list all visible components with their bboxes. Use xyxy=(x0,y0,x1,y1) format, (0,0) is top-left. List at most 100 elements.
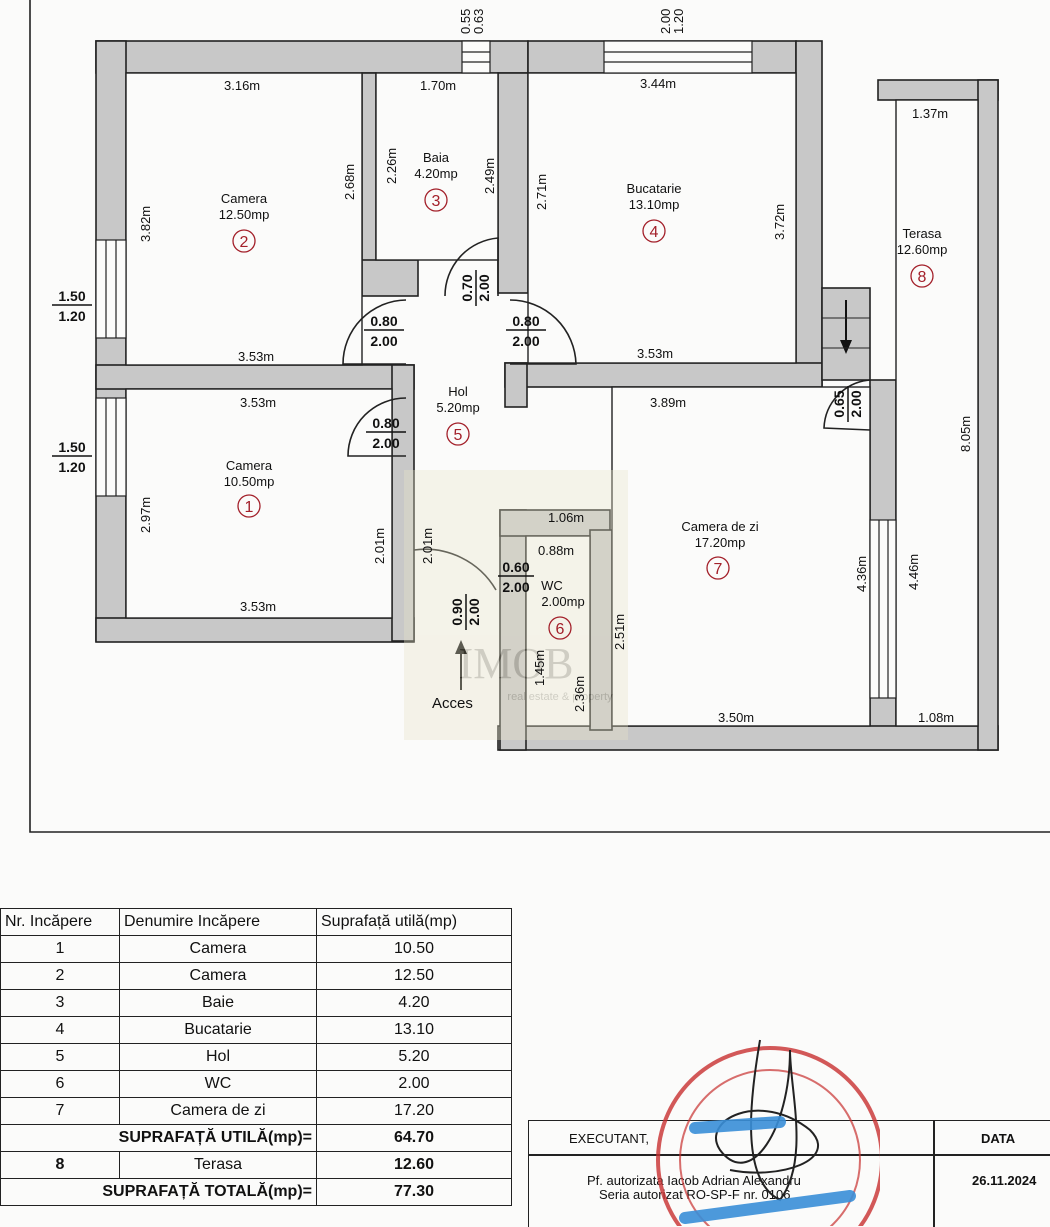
wall-wc-left xyxy=(499,509,527,751)
watermark-tagline: real estate & property xyxy=(507,691,613,703)
dim-baia-top: 1.70m xyxy=(420,78,456,93)
svg-text:0.65: 0.65 xyxy=(831,390,847,417)
table-cell: 12.60 xyxy=(316,1151,512,1179)
svg-text:2.00: 2.00 xyxy=(848,390,864,417)
room-outlines xyxy=(125,72,979,727)
windows xyxy=(95,40,897,699)
table-cell: Hol xyxy=(119,1043,317,1071)
table-cell: Camera xyxy=(119,962,317,990)
door-r1-label: 0.80 2.00 xyxy=(366,415,406,451)
svg-text:Baia: Baia xyxy=(423,150,450,165)
wall-baia-bottom xyxy=(361,259,419,297)
table-cell: 2 xyxy=(0,962,120,990)
svg-text:2.00mp: 2.00mp xyxy=(541,594,584,609)
table-row: 3 Baie 4.20 xyxy=(0,989,512,1017)
svg-text:1: 1 xyxy=(245,499,254,516)
table-cell: 8 xyxy=(0,1151,120,1179)
dim-buc-top: 3.44m xyxy=(640,76,676,91)
room-8-label: Terasa 12.60mp 8 xyxy=(897,226,948,288)
room-8-floor xyxy=(895,99,979,727)
executant-line1: Pf. autorizata Iacob Adrian Alexandru xyxy=(587,1173,801,1188)
door-r2-swing xyxy=(342,299,407,365)
svg-text:1.20: 1.20 xyxy=(671,9,686,34)
table-row: 5 Hol 5.20 xyxy=(0,1043,512,1071)
dim-hol-left: 2.01m xyxy=(420,528,435,564)
table-cell: Camera xyxy=(119,935,317,963)
table-cell: 3 xyxy=(0,989,120,1017)
room-4-floor xyxy=(527,72,797,364)
dim-wc-top: 1.06m xyxy=(548,510,584,525)
svg-text:0.80: 0.80 xyxy=(372,415,399,431)
dim-r1-left: 2.97m xyxy=(138,497,153,533)
dim-buc-right: 3.72m xyxy=(772,204,787,240)
table-header: Suprafață utilă(mp) xyxy=(316,908,512,936)
svg-text:2.00: 2.00 xyxy=(476,274,492,301)
dim-living-bottom: 3.50m xyxy=(718,710,754,725)
room-1-floor xyxy=(125,388,393,619)
table-cell: Bucatarie xyxy=(119,1016,317,1044)
door-terasa-label: 0.65 2.00 xyxy=(831,386,864,422)
svg-text:2.00: 2.00 xyxy=(372,435,399,451)
svg-text:12.50mp: 12.50mp xyxy=(219,207,270,222)
table-header: Denumire Incăpere xyxy=(119,908,317,936)
room-7-floor xyxy=(611,386,871,727)
door-terasa-swing xyxy=(823,379,871,431)
dim-baia-left: 2.26m xyxy=(384,148,399,184)
wall-living-bottom xyxy=(497,725,999,751)
room-2-label: Camera 12.50mp 2 xyxy=(219,191,270,253)
svg-text:2.00: 2.00 xyxy=(370,333,397,349)
room-2-floor xyxy=(125,72,363,366)
svg-text:12.60mp: 12.60mp xyxy=(897,242,948,257)
table-cell: 10.50 xyxy=(316,935,512,963)
wall-r2-r1 xyxy=(95,364,415,390)
room-6-floor xyxy=(525,535,591,727)
svg-text:4.20mp: 4.20mp xyxy=(414,166,457,181)
svg-text:Bucatarie: Bucatarie xyxy=(627,181,682,196)
stamp-signature xyxy=(656,1039,880,1226)
dim-living-right: 4.36m xyxy=(854,556,869,592)
subtotal-label: SUPRAFAȚĂ UTILĂ(mp)= xyxy=(0,1124,317,1152)
door-baia-label: 0.70 2.00 xyxy=(459,270,492,306)
dim-wc-top2: 0.88m xyxy=(538,543,574,558)
window-top-small xyxy=(461,40,491,74)
door-acces-label: 0.90 2.00 xyxy=(449,594,482,630)
table-row: 1 Camera 10.50 xyxy=(0,935,512,963)
svg-text:0.60: 0.60 xyxy=(502,559,529,575)
svg-text:0.80: 0.80 xyxy=(370,313,397,329)
table-row: 6 WC 2.00 xyxy=(0,1070,512,1098)
room-7-label: Camera de zi 17.20mp 7 xyxy=(681,519,759,580)
table-cell: 1 xyxy=(0,935,120,963)
table-cell: 17.20 xyxy=(316,1097,512,1125)
room-6-label: WC 2.00mp 6 xyxy=(541,578,585,640)
arrows xyxy=(455,300,870,690)
room-4-label: Bucatarie 13.10mp 4 xyxy=(627,181,682,243)
dim-r1-right: 2.01m xyxy=(372,528,387,564)
svg-text:2.00: 2.00 xyxy=(466,598,482,625)
dimension-labels: 3.16m 3.82m 2.68m 3.53m 1.70m 2.26m 2.49… xyxy=(138,76,973,725)
wall-baia-right xyxy=(497,72,529,294)
svg-text:2.00: 2.00 xyxy=(502,579,529,595)
table-cell: WC xyxy=(119,1070,317,1098)
door-wc-label: 0.60 2.00 xyxy=(498,559,534,595)
dim-wc-right: 2.51m xyxy=(612,614,627,650)
room-3-label: Baia 4.20mp 3 xyxy=(414,150,458,212)
svg-text:4: 4 xyxy=(650,224,659,241)
sheet-frame xyxy=(29,0,1050,833)
wall-bottom-left xyxy=(95,617,415,643)
svg-text:Camera: Camera xyxy=(226,458,273,473)
opening-labels: 0.55 0.63 2.00 1.20 1.50 1.20 1.50 1.20 … xyxy=(52,9,864,712)
window-left-1 xyxy=(95,239,127,339)
svg-text:1.50: 1.50 xyxy=(58,288,85,304)
watermark-brand: IMOB xyxy=(459,639,574,688)
svg-text:1.20: 1.20 xyxy=(58,308,85,324)
table-cell: Baie xyxy=(119,989,317,1017)
svg-text:0.80: 0.80 xyxy=(512,313,539,329)
room-area-table: Nr. Incăpere Denumire Incăpere Suprafață… xyxy=(0,908,512,1206)
wall-buc-bottom xyxy=(504,362,823,388)
table-subtotal-row: SUPRAFAȚĂ UTILĂ(mp)= 64.70 xyxy=(0,1124,512,1152)
total-label: SUPRAFAȚĂ TOTALĂ(mp)= xyxy=(0,1178,317,1206)
dim-r2-bottom: 3.53m xyxy=(238,349,274,364)
date-value: 26.11.2024 xyxy=(972,1173,1037,1188)
floor-plan: IMOB real estate & property Camera 10.50… xyxy=(29,0,1050,833)
svg-text:3: 3 xyxy=(432,193,441,210)
